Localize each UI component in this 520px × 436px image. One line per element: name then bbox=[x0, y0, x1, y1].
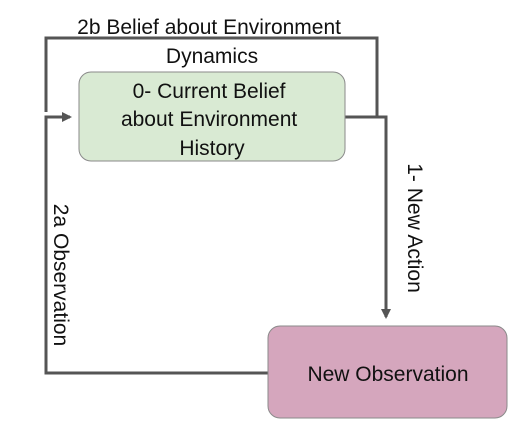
belief-node-line-1: 0- Current Belief bbox=[133, 80, 286, 103]
observation-node-line-1: New Observation bbox=[307, 363, 468, 386]
belief-node-line-2: about Environment bbox=[121, 108, 297, 131]
dynamics-edge-line bbox=[44, 36, 379, 117]
new-action-edge-label: 1- New Action bbox=[403, 163, 426, 293]
belief-node bbox=[78, 71, 346, 162]
dynamics-edge-label-line-2: Dynamics bbox=[166, 45, 258, 68]
dynamics-edge-label: 2b Belief about Environment Dynamics bbox=[77, 16, 347, 68]
belief-node-label: 0- Current Belief about Environment Hist… bbox=[121, 80, 303, 160]
observation-edge-label: 2a Observation bbox=[49, 204, 72, 346]
belief-node-line-3: History bbox=[179, 137, 245, 160]
observation-node-label: New Observation bbox=[307, 363, 468, 386]
dynamics-edge-label-line-1: 2b Belief about Environment bbox=[77, 16, 341, 39]
observation-edge-line bbox=[44, 112, 268, 375]
observation-node bbox=[267, 325, 508, 419]
new-action-edge-line bbox=[345, 115, 391, 319]
